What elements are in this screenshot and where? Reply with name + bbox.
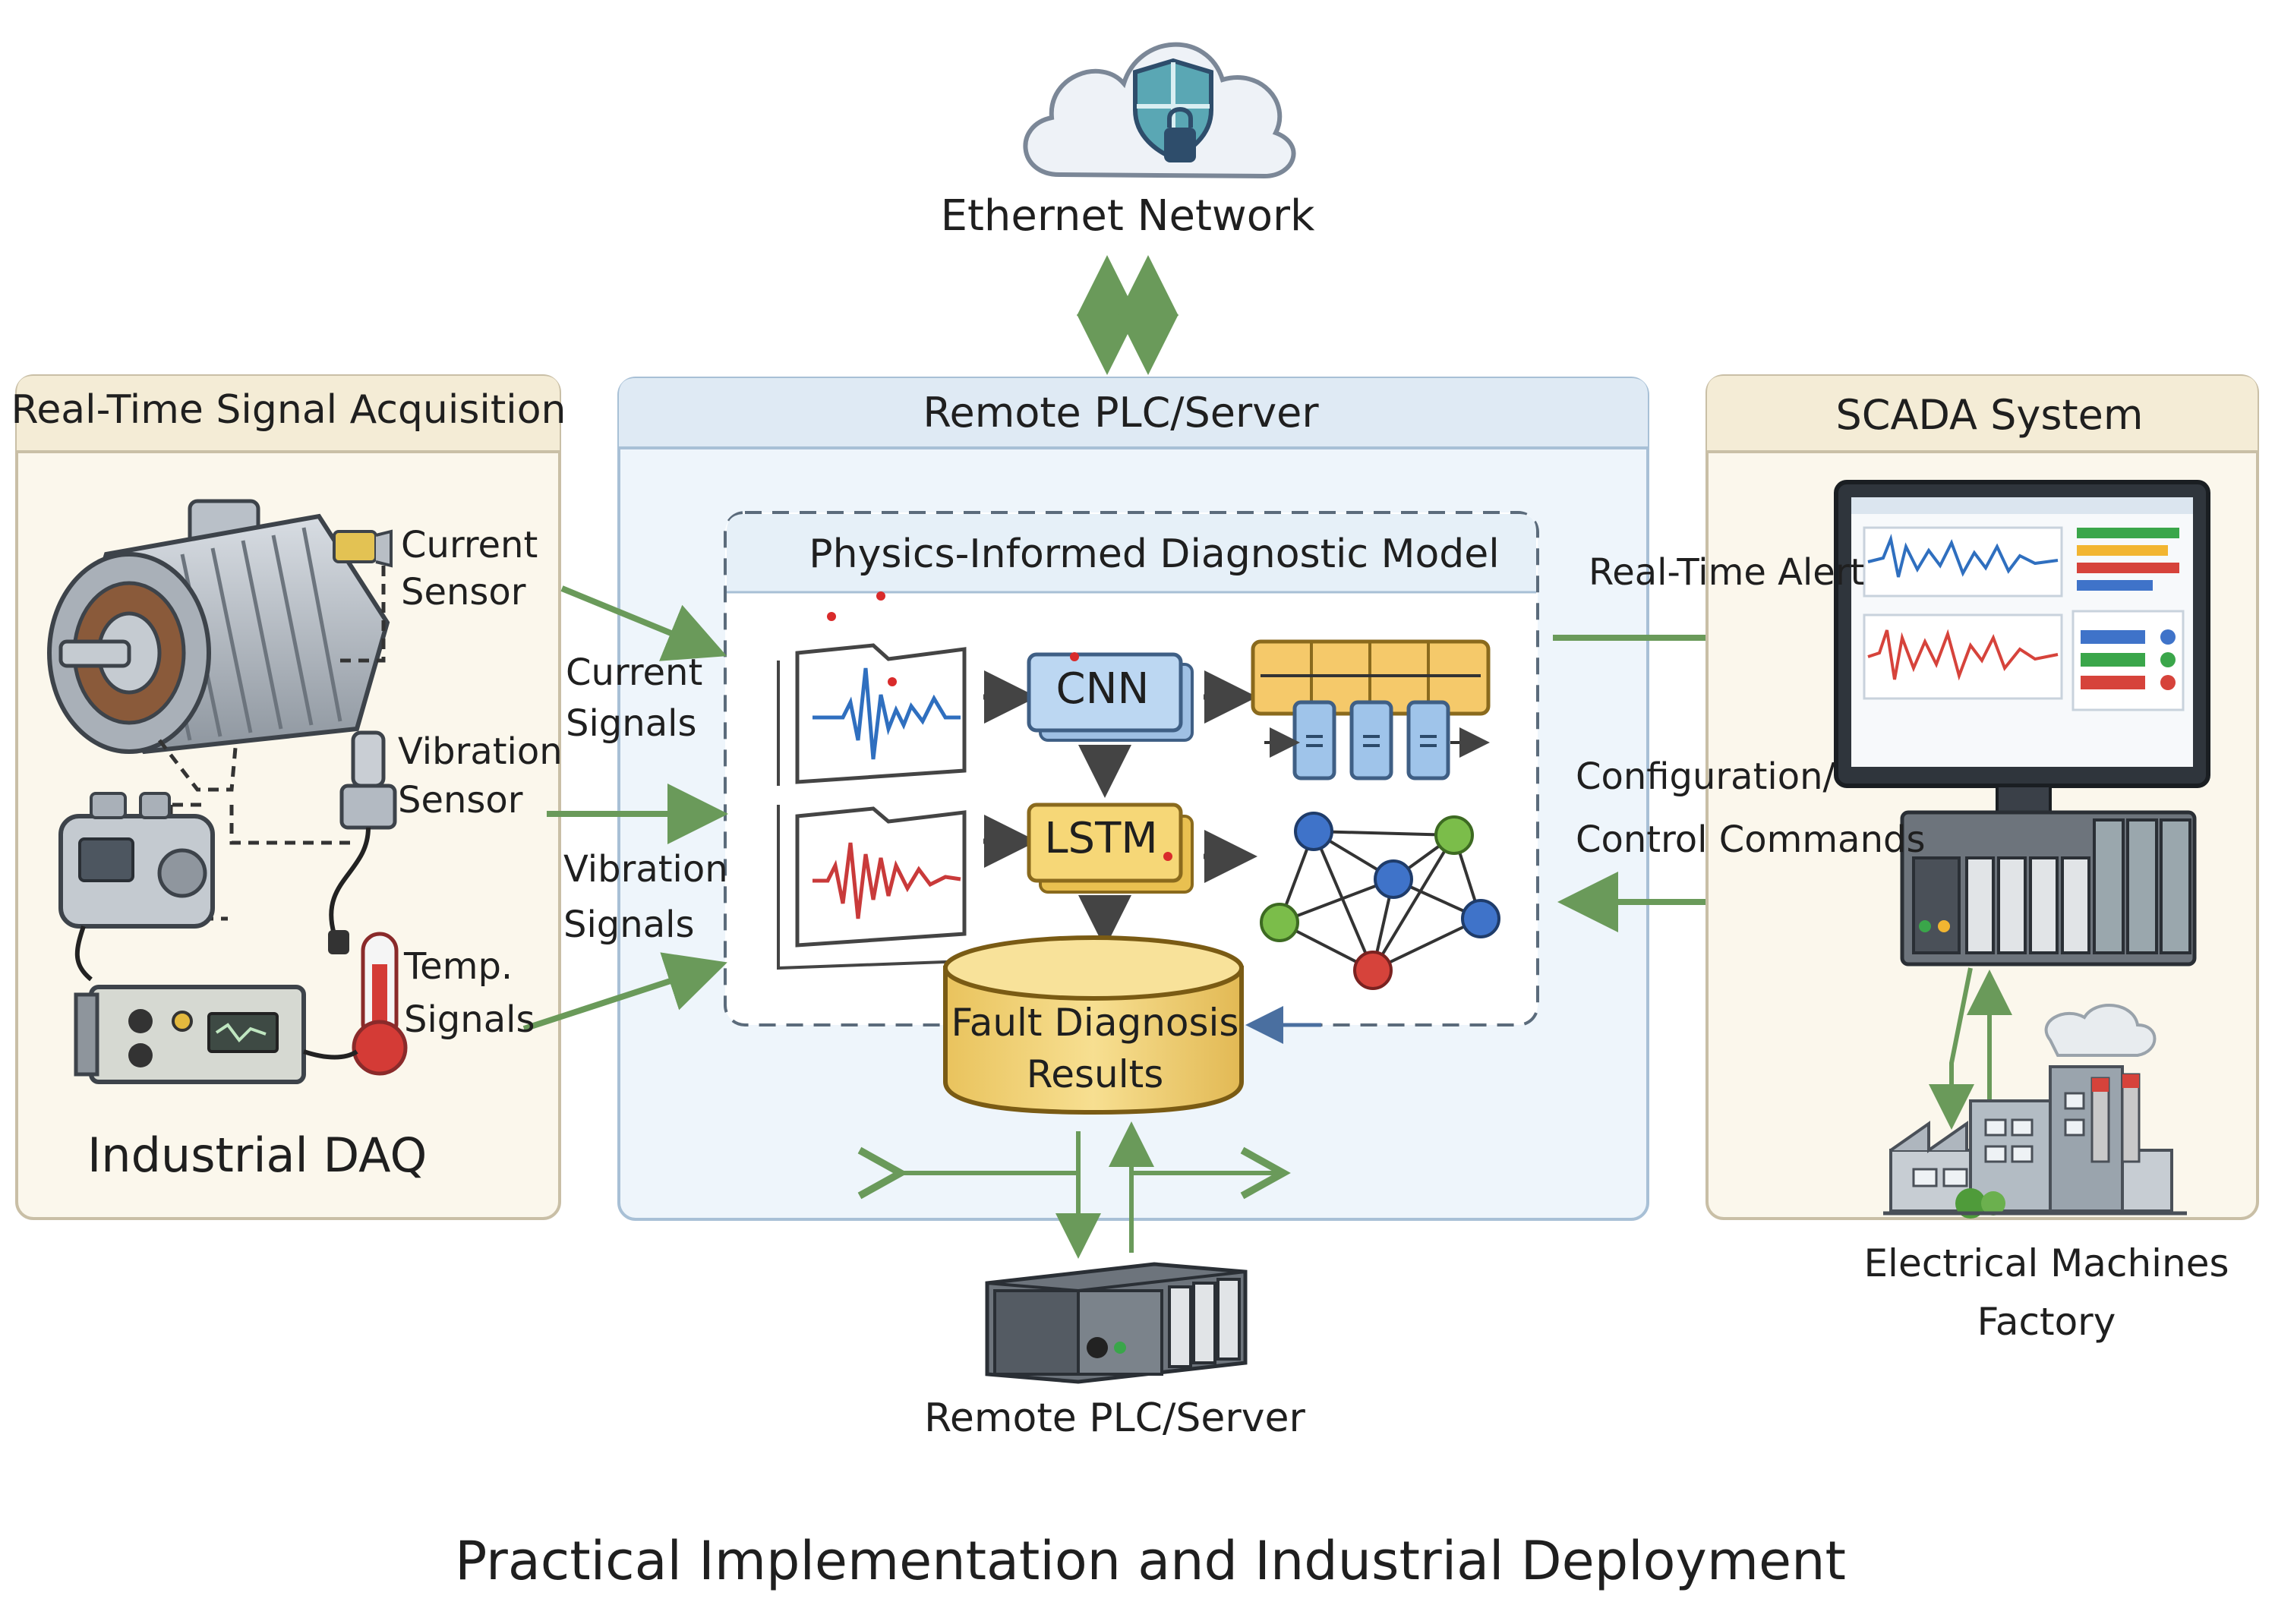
vibration-sensor-label-line2: Sensor xyxy=(398,779,523,821)
left-panel-title: Real-Time Signal Acquisition xyxy=(11,387,566,433)
fault-results-database-icon xyxy=(943,935,1244,1115)
distribution-arrows xyxy=(896,1121,1291,1259)
cnn-layer-grid xyxy=(1251,639,1491,780)
scada-monitor-icon xyxy=(1834,480,2210,838)
diagnostic-model-title: Physics-Informed Diagnostic Model xyxy=(809,531,1500,577)
cnn-label: CNN xyxy=(1055,664,1150,714)
current-waveform-card xyxy=(777,591,967,786)
vibration-signals-label-line2: Signals xyxy=(563,903,695,946)
factory-icon xyxy=(1883,1004,2187,1219)
fault-diagnosis-label-line2: Results xyxy=(1026,1052,1164,1096)
signal-input-arrows xyxy=(522,585,728,1032)
temp-signals-label-line2: Signals xyxy=(404,998,535,1041)
control-commands-label-line2: Control Commands xyxy=(1576,818,1926,861)
current-signals-label-line1: Current xyxy=(566,651,703,694)
cnn-block xyxy=(1027,652,1194,742)
center-panel-title: Remote PLC/Server xyxy=(923,389,1319,437)
thermometer-icon xyxy=(303,932,408,1076)
right-panel-title: SCADA System xyxy=(1835,391,2144,439)
lstm-label: LSTM xyxy=(1044,814,1158,863)
plc-server-hardware-icon xyxy=(985,1262,1248,1384)
pipeline-arrows xyxy=(983,670,1257,948)
current-transformer-device-icon xyxy=(58,792,215,982)
scada-plc-rack-icon xyxy=(1900,810,2197,967)
electric-motor-icon xyxy=(47,499,393,755)
industrial-daq-label: Industrial DAQ xyxy=(87,1127,428,1183)
vibration-waveform-card xyxy=(777,805,988,970)
vibration-sensor-label-line1: Vibration xyxy=(398,730,563,773)
diagram-caption: Practical Implementation and Industrial … xyxy=(455,1530,1846,1592)
factory-link-arrows xyxy=(1929,967,2012,1130)
real-time-alert-label: Real-Time Alert xyxy=(1589,551,1865,594)
remote-plc-server-label: Remote PLC/Server xyxy=(924,1395,1305,1441)
lstm-block xyxy=(1027,803,1194,894)
factory-label-line1: Electrical Machines xyxy=(1863,1241,2229,1285)
current-sensor-label-line2: Sensor xyxy=(401,571,526,613)
vibration-signals-label-line1: Vibration xyxy=(563,848,728,891)
temp-signals-label-line1: Temp. xyxy=(404,945,513,988)
configuration-label-line1: Configuration/ xyxy=(1576,755,1835,798)
industrial-daq-icon xyxy=(74,985,306,1084)
current-sensor-label-line1: Current xyxy=(401,524,538,566)
graph-network-icon xyxy=(1260,812,1500,990)
ethernet-link-arrows xyxy=(1077,255,1179,375)
vibration-sensor-icon xyxy=(328,730,397,954)
current-signals-label-line2: Signals xyxy=(566,702,697,745)
factory-label-line2: Factory xyxy=(1977,1300,2116,1344)
cloud-shield-icon xyxy=(1023,42,1296,179)
ethernet-network-label: Ethernet Network xyxy=(940,191,1315,241)
fault-diagnosis-label-line1: Fault Diagnosis xyxy=(951,1001,1239,1045)
